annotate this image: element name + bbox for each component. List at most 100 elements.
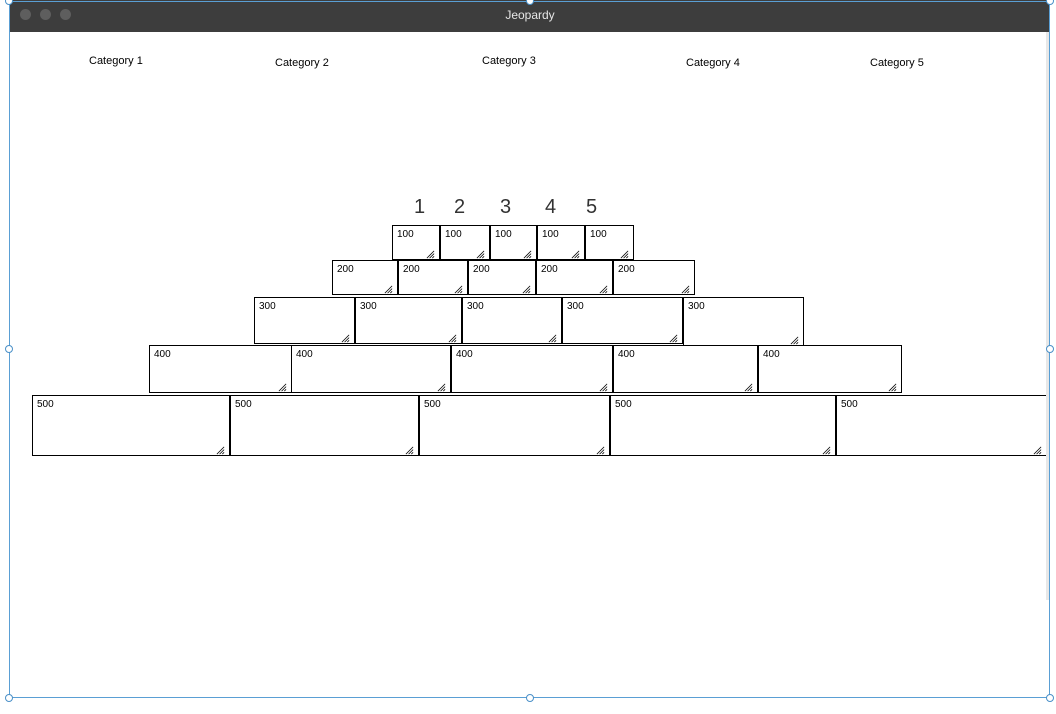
resize-handle-bottom-left[interactable] [5, 694, 13, 702]
resize-grip-icon[interactable] [669, 330, 678, 343]
resize-grip-icon[interactable] [744, 379, 753, 392]
resize-grip-icon[interactable] [822, 442, 831, 455]
resize-grip-icon[interactable] [1033, 442, 1042, 455]
tile-value: 500 [841, 399, 858, 410]
resize-grip-icon[interactable] [571, 246, 580, 259]
tile-value: 500 [615, 399, 632, 410]
question-tile-4-2[interactable]: 400 [291, 345, 451, 393]
question-tile-5-4[interactable]: 500 [610, 395, 836, 456]
resize-grip-icon[interactable] [599, 379, 608, 392]
tile-value: 500 [235, 399, 252, 410]
question-tile-2-5[interactable]: 200 [613, 260, 695, 295]
tile-value: 200 [541, 264, 558, 275]
tile-value: 100 [397, 229, 414, 240]
question-tile-4-3[interactable]: 400 [451, 345, 613, 393]
category-label-3: Category 3 [482, 55, 536, 67]
tile-value: 400 [296, 349, 313, 360]
question-tile-1-3[interactable]: 100 [490, 225, 537, 260]
resize-grip-icon[interactable] [341, 330, 350, 343]
resize-grip-icon[interactable] [216, 442, 225, 455]
resize-grip-icon[interactable] [681, 281, 690, 294]
column-number-5: 5 [586, 196, 598, 218]
question-tile-3-5[interactable]: 300 [683, 297, 804, 346]
column-number-1: 1 [414, 196, 426, 218]
tile-value: 500 [424, 399, 441, 410]
resize-grip-icon[interactable] [620, 246, 629, 259]
resize-grip-icon[interactable] [888, 379, 897, 392]
question-tile-5-1[interactable]: 500 [32, 395, 230, 456]
tile-value: 100 [495, 229, 512, 240]
tile-value: 300 [467, 301, 484, 312]
question-tile-1-4[interactable]: 100 [537, 225, 585, 260]
tile-value: 100 [445, 229, 462, 240]
tile-value: 400 [618, 349, 635, 360]
tile-value: 200 [473, 264, 490, 275]
question-tile-3-3[interactable]: 300 [462, 297, 562, 344]
resize-grip-icon[interactable] [790, 332, 799, 345]
resize-grip-icon[interactable] [522, 281, 531, 294]
question-tile-2-1[interactable]: 200 [332, 260, 398, 295]
tile-value: 200 [403, 264, 420, 275]
app-window: Jeopardy Category 1 Category 2 Category … [10, 0, 1050, 698]
category-label-1: Category 1 [89, 55, 143, 67]
question-tile-4-1[interactable]: 400 [149, 345, 292, 393]
resize-grip-icon[interactable] [278, 379, 287, 392]
resize-grip-icon[interactable] [448, 330, 457, 343]
column-number-3: 3 [500, 196, 512, 218]
tile-value: 300 [567, 301, 584, 312]
question-tile-4-5[interactable]: 400 [758, 345, 902, 393]
tile-value: 400 [763, 349, 780, 360]
tile-value: 400 [456, 349, 473, 360]
resize-handle-top-right[interactable] [1046, 0, 1054, 5]
resize-grip-icon[interactable] [454, 281, 463, 294]
resize-handle-bottom-right[interactable] [1046, 694, 1054, 702]
resize-grip-icon[interactable] [523, 246, 532, 259]
question-tile-2-2[interactable]: 200 [398, 260, 468, 295]
tile-value: 100 [542, 229, 559, 240]
tile-value: 200 [337, 264, 354, 275]
question-tile-3-4[interactable]: 300 [562, 297, 683, 344]
resize-handle-top[interactable] [526, 0, 534, 5]
resize-grip-icon[interactable] [384, 281, 393, 294]
tile-value: 300 [688, 301, 705, 312]
question-tile-4-4[interactable]: 400 [613, 345, 758, 393]
question-tile-1-1[interactable]: 100 [392, 225, 440, 260]
tile-value: 500 [37, 399, 54, 410]
question-tile-3-1[interactable]: 300 [254, 297, 355, 344]
category-label-4: Category 4 [686, 57, 740, 69]
resize-handle-bottom[interactable] [526, 694, 534, 702]
question-tile-1-5[interactable]: 100 [585, 225, 634, 260]
tile-value: 400 [154, 349, 171, 360]
resize-grip-icon[interactable] [548, 330, 557, 343]
tile-value: 300 [259, 301, 276, 312]
title-bar: Jeopardy [10, 0, 1050, 32]
column-number-2: 2 [454, 196, 466, 218]
resize-grip-icon[interactable] [426, 246, 435, 259]
question-tile-5-2[interactable]: 500 [230, 395, 419, 456]
resize-handle-top-left[interactable] [5, 0, 13, 5]
column-number-4: 4 [545, 196, 557, 218]
tile-value: 200 [618, 264, 635, 275]
resize-grip-icon[interactable] [599, 281, 608, 294]
resize-grip-icon[interactable] [437, 379, 446, 392]
tile-value: 100 [590, 229, 607, 240]
resize-grip-icon[interactable] [596, 442, 605, 455]
resize-handle-right[interactable] [1046, 345, 1054, 353]
question-tile-5-5[interactable]: 500 [836, 395, 1047, 456]
question-tile-5-3[interactable]: 500 [419, 395, 610, 456]
zoom-window-button[interactable] [60, 9, 71, 20]
scrollbar[interactable] [1046, 32, 1050, 600]
category-label-2: Category 2 [275, 57, 329, 69]
minimize-window-button[interactable] [40, 9, 51, 20]
category-label-5: Category 5 [870, 57, 924, 69]
question-tile-2-4[interactable]: 200 [536, 260, 613, 295]
question-tile-1-2[interactable]: 100 [440, 225, 490, 260]
resize-handle-left[interactable] [5, 345, 13, 353]
resize-grip-icon[interactable] [476, 246, 485, 259]
window-title: Jeopardy [505, 8, 555, 22]
tile-value: 300 [360, 301, 377, 312]
question-tile-2-3[interactable]: 200 [468, 260, 536, 295]
resize-grip-icon[interactable] [405, 442, 414, 455]
question-tile-3-2[interactable]: 300 [355, 297, 462, 344]
close-window-button[interactable] [20, 9, 31, 20]
